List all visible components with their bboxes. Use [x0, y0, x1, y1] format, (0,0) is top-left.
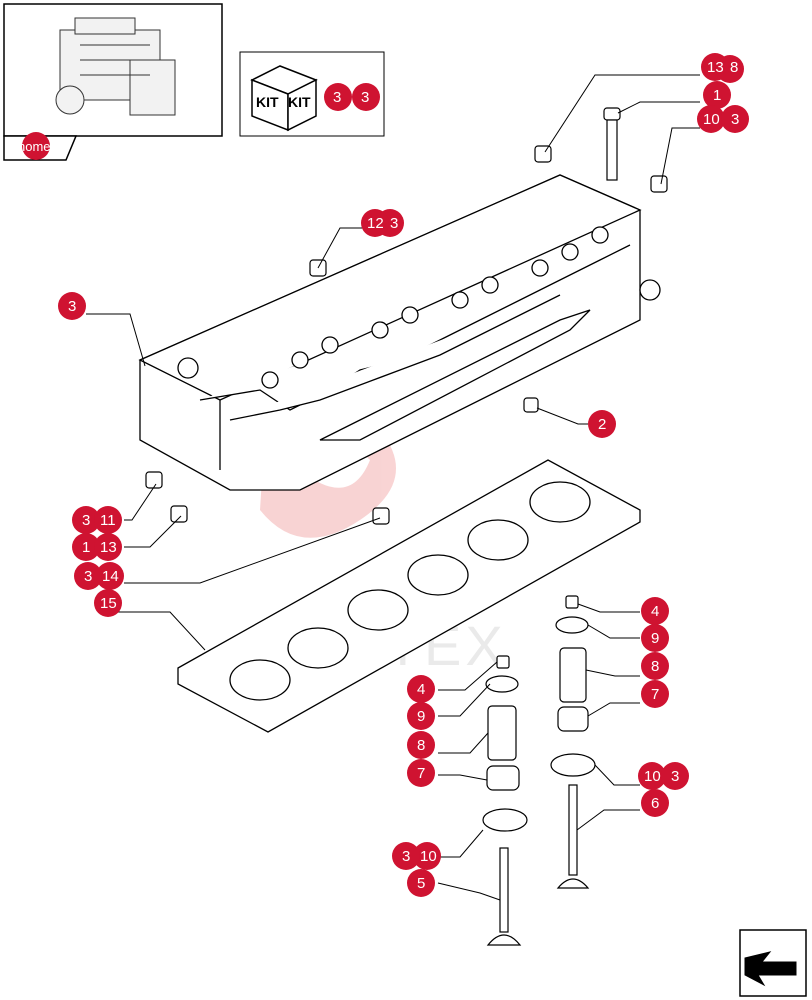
valve-set-left: [482, 655, 528, 946]
callouts: 13 8 1 10 3 12 3 3 2 3 11 1 13 3 14 15 4…: [58, 53, 749, 897]
callout-14-b: 14: [102, 568, 119, 585]
callout-12-b: 3: [390, 215, 398, 232]
leader-lines: [86, 74, 700, 901]
kit-label-left: KIT: [256, 94, 279, 110]
kit-ref-2: 3: [361, 89, 369, 106]
seat-l: [482, 808, 528, 832]
retainer-l: [485, 675, 519, 693]
head-gasket: [177, 459, 641, 733]
engine-thumbnail-icon: [55, 17, 176, 116]
collet-r: [565, 595, 579, 609]
callout-13-a: 13: [707, 59, 724, 76]
callout-10r-b: 3: [671, 768, 679, 785]
dowel-2: [523, 397, 539, 413]
callout-10l-b: 10: [420, 848, 437, 865]
callout-13-b: 8: [730, 59, 738, 76]
home-thumbnail[interactable]: home: [3, 3, 223, 161]
collet-l: [496, 655, 510, 669]
callout-7-l: 7: [417, 765, 425, 782]
bolt-shank: [606, 119, 618, 181]
callout-6: 6: [651, 795, 659, 812]
callout-8-r: 8: [651, 658, 659, 675]
callout-11-a: 3: [82, 512, 90, 529]
plug-10: [650, 175, 668, 193]
callout-4-l: 4: [417, 681, 425, 698]
stem-r: [568, 784, 578, 876]
next-page-arrow-icon[interactable]: [739, 929, 807, 997]
stem-l: [499, 847, 509, 933]
callout-3-head: 3: [68, 298, 76, 315]
spring-r: [559, 647, 587, 703]
valve-set-right: [550, 595, 596, 889]
callout-7-r: 7: [651, 686, 659, 703]
spring-l: [487, 705, 517, 761]
callout-10l-a: 3: [402, 848, 410, 865]
callout-4-r: 4: [651, 603, 659, 620]
plug-14: [372, 507, 390, 525]
callout-2: 2: [598, 416, 606, 433]
callout-13c-b: 13: [100, 539, 117, 556]
bolt-head: [603, 107, 621, 121]
callout-10-a: 10: [703, 111, 720, 128]
callout-5: 5: [417, 875, 425, 892]
callout-9-r: 9: [651, 630, 659, 647]
retainer-r: [555, 616, 589, 634]
kit-ref-1: 3: [333, 89, 341, 106]
plug-13c: [170, 505, 188, 523]
home-label: home: [18, 139, 51, 154]
seal-l: [486, 765, 520, 791]
callout-14-a: 3: [84, 568, 92, 585]
valve-head-r: [556, 878, 590, 889]
kit-box[interactable]: KIT KIT 3 3: [239, 51, 385, 137]
kit-label-right: KIT: [288, 94, 311, 110]
callout-12-a: 12: [367, 215, 384, 232]
callout-9-l: 9: [417, 708, 425, 725]
callout-8-l: 8: [417, 737, 425, 754]
callout-13c-a: 1: [82, 539, 90, 556]
valve-head-l: [486, 934, 522, 946]
seal-r: [557, 706, 589, 732]
seat-r: [550, 753, 596, 777]
kit-icon: [250, 65, 318, 132]
callout-10r-a: 10: [644, 768, 661, 785]
plug-11: [145, 471, 163, 489]
plug-13: [534, 145, 552, 163]
small-parts: [145, 107, 668, 525]
callout-10-b: 3: [731, 111, 739, 128]
callout-11-b: 11: [100, 512, 116, 529]
callout-1: 1: [713, 87, 721, 104]
cylinder-head: [138, 174, 661, 491]
callout-15: 15: [100, 595, 117, 612]
